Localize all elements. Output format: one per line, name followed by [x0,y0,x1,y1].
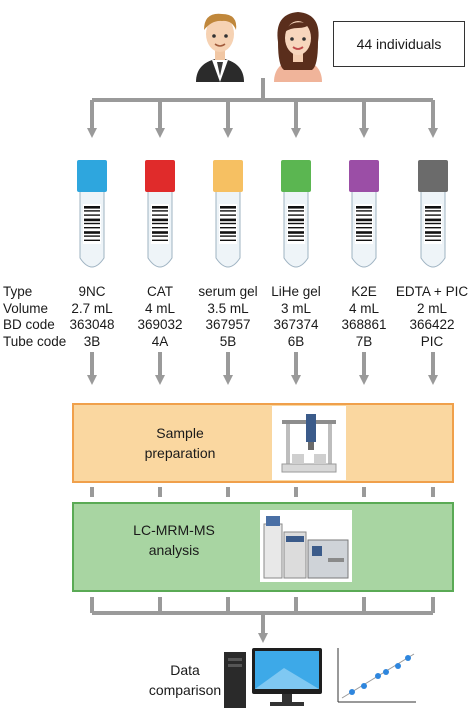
lc-ms-instrument-image [260,510,352,582]
lcmrmms-analysis-box: LC-MRM-MS analysis [72,502,454,592]
tube-info-2: CAT 4 mL 369032 4A [118,284,202,350]
tube-volume: 4 mL [144,300,175,316]
tube-cap [281,160,311,192]
man-avatar [196,13,244,82]
tube-bd-code: 369032 [137,317,183,332]
row-label-type: Type [3,284,33,299]
tube-cap [418,160,448,192]
tube-info-3: serum gel 3.5 mL 367957 5B [186,284,270,350]
tube-bd-code: 363048 [69,317,115,332]
lcmrmms-analysis-title: LC-MRM-MS analysis [133,522,215,558]
participant-count: 44 individuals [356,36,442,52]
blood-tube [418,160,448,268]
row-label-tube-code: Tube code [3,333,67,349]
tube-volume: 2.7 mL [71,300,113,316]
tube-bd-code: 367374 [273,317,319,332]
tube-type: 9NC [78,284,106,299]
row-label-volume: Volume [3,300,49,316]
row-labels: Type Volume BD code Tube code [3,284,66,350]
tube-info-1: 9NC 2.7 mL 363048 3B [50,284,134,350]
blood-tube [281,160,311,268]
tube-cap [213,160,243,192]
sample-preparation-box: Sample preparation [72,403,454,483]
woman-avatar [274,12,322,82]
tube-type: LiHe gel [271,284,321,299]
tube-code: 6B [287,333,305,349]
blood-tubes [77,160,448,268]
tube-bd-code: 367957 [205,317,251,332]
participant-count-box: 44 individuals [333,21,465,67]
tube-code: 4A [151,333,169,349]
correlation-plot-icon [337,648,416,703]
tube-code: PIC [420,333,444,349]
blood-tube [213,160,243,268]
blood-tube [77,160,107,268]
data-comparison-title: Data comparison [148,662,222,698]
tube-volume: 3 mL [280,300,311,316]
blood-tube [349,160,379,268]
tube-type: EDTA + PIC [395,284,469,299]
blood-tube [145,160,175,268]
tube-volume: 3.5 mL [207,300,249,316]
tube-info-6: EDTA + PIC 2 mL 366422 PIC [390,284,474,350]
tube-volume: 2 mL [416,300,447,316]
liquid-handler-image [272,406,346,480]
tube-type: CAT [147,284,173,299]
row-label-bd-code: BD code [3,317,55,332]
computer-icon [224,648,322,708]
tube-info-5: K2E 4 mL 368861 7B [322,284,406,350]
tube-code: 5B [219,333,237,349]
tube-code: 7B [355,333,373,349]
tube-type: K2E [351,284,377,299]
tube-cap [145,160,175,192]
tube-bd-code: 366422 [409,317,455,332]
tube-type: serum gel [198,284,258,299]
tube-volume: 4 mL [348,300,379,316]
tube-code: 3B [83,333,101,349]
tube-cap [349,160,379,192]
sample-preparation-title: Sample preparation [144,425,216,461]
tube-cap [77,160,107,192]
tube-info-4: LiHe gel 3 mL 367374 6B [254,284,338,350]
tube-bd-code: 368861 [341,317,387,332]
